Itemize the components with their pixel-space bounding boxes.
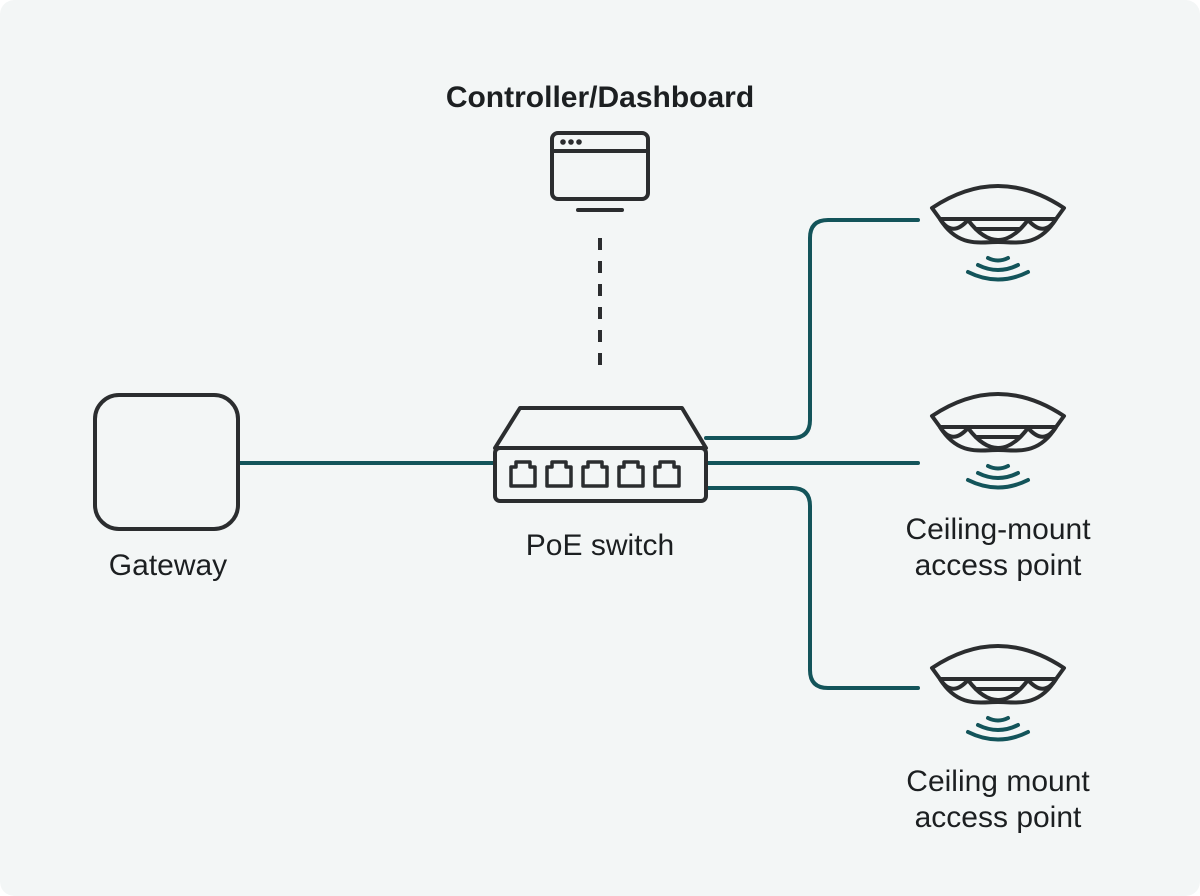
access-point-3-label-line1: Ceiling mount xyxy=(906,765,1090,798)
access-point-3-label: Ceiling mount access point xyxy=(868,764,1128,836)
wireless-wave-3 xyxy=(966,730,1030,742)
access-point-icon xyxy=(930,644,1066,742)
access-points xyxy=(930,184,1066,742)
wireless-wave-1 xyxy=(986,256,1010,263)
link-switch-ap-3 xyxy=(704,486,920,690)
gateway-label: Gateway xyxy=(108,549,228,582)
access-point-icon xyxy=(930,392,1066,490)
access-point-2-label: Ceiling-mount access point xyxy=(868,512,1128,584)
access-point-icon xyxy=(930,184,1066,282)
wireless-wave-3 xyxy=(966,270,1030,282)
wireless-wave-2 xyxy=(976,471,1020,480)
monitor-icon xyxy=(550,131,650,212)
switch-port-1 xyxy=(509,460,537,488)
access-point-2-label-line2: access point xyxy=(914,549,1082,582)
access-point-3-label-line2: access point xyxy=(914,801,1082,834)
poe-switch-icon xyxy=(493,406,708,503)
access-point-2-label-line1: Ceiling-mount xyxy=(905,513,1091,546)
wireless-wave-1 xyxy=(986,464,1010,471)
controller-label: Controller/Dashboard xyxy=(445,81,755,114)
monitor-window-dots xyxy=(560,139,582,145)
switch-ports xyxy=(509,460,681,488)
switch-port-5 xyxy=(653,460,681,488)
gateway-icon xyxy=(93,393,240,531)
wireless-wave-1 xyxy=(986,716,1010,723)
switch-label: PoE switch xyxy=(525,529,675,562)
switch-port-4 xyxy=(617,460,645,488)
switch-port-2 xyxy=(545,460,573,488)
link-switch-ap-1 xyxy=(704,218,920,440)
wireless-wave-2 xyxy=(976,723,1020,732)
wireless-wave-3 xyxy=(966,478,1030,490)
switch-port-3 xyxy=(581,460,609,488)
wireless-wave-2 xyxy=(976,263,1020,272)
